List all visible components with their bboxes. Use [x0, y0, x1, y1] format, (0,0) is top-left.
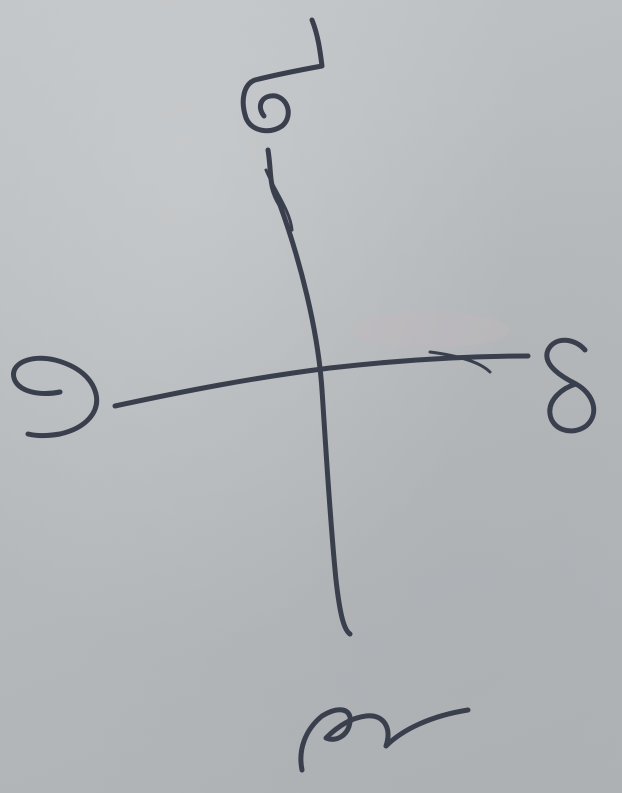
right-glyph — [544, 337, 597, 434]
left-glyph — [11, 355, 100, 438]
horizontal-line-tick — [428, 350, 492, 374]
paper-stain — [350, 312, 510, 348]
vertical-line-overstroke — [264, 168, 294, 232]
bottom-glyph — [298, 707, 471, 773]
vertical-line — [265, 147, 353, 637]
horizontal-line — [112, 353, 531, 409]
top-glyph — [240, 17, 325, 134]
